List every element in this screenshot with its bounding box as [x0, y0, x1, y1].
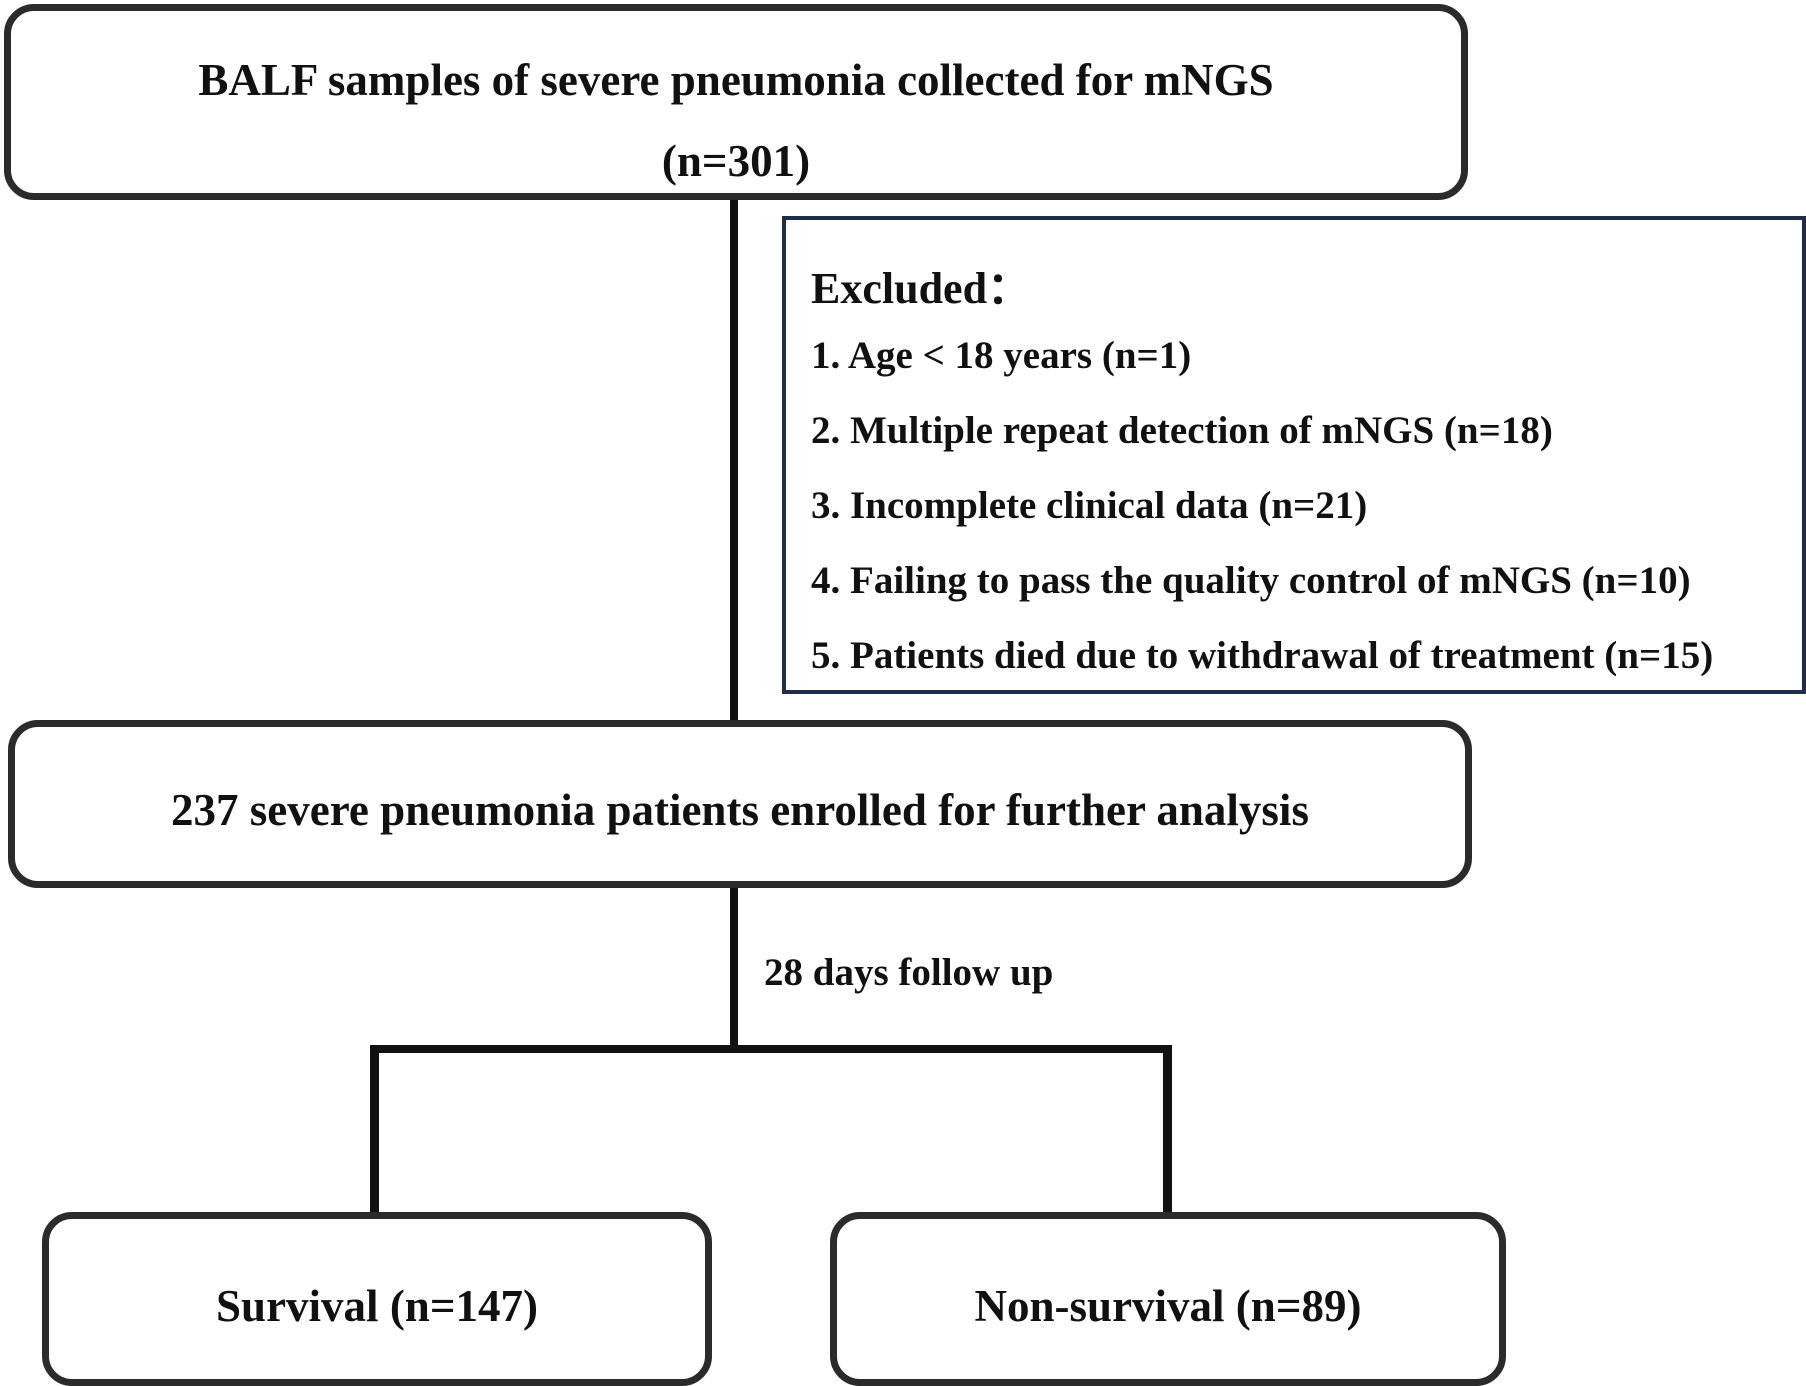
excluded-item: 5. Patients died due to withdrawal of tr… [811, 634, 1714, 677]
survival-label: Survival (n=147) [216, 1281, 538, 1331]
excluded-item: 4. Failing to pass the quality control o… [811, 559, 1691, 602]
non-survival-label: Non-survival (n=89) [974, 1281, 1362, 1331]
excluded-item: 3. Incomplete clinical data (n=21) [811, 484, 1368, 527]
connector-mid-to-split [730, 886, 738, 1050]
excluded-item: 1. Age < 18 years (n=1) [811, 334, 1192, 377]
non-survival-box: Non-survival (n=89) [830, 1212, 1506, 1386]
enrollment-count: (n=301) [661, 136, 811, 186]
connector-to-survival [370, 1045, 379, 1215]
excluded-heading: Excluded： [811, 264, 1032, 313]
analysis-box: 237 severe pneumonia patients enrolled f… [8, 720, 1472, 888]
excluded-item: 2. Multiple repeat detection of mNGS (n=… [811, 409, 1553, 452]
analysis-label: 237 severe pneumonia patients enrolled f… [171, 785, 1309, 835]
enrollment-box: BALF samples of severe pneumonia collect… [4, 4, 1468, 200]
excluded-box: Excluded： 1. Age < 18 years (n=1) 2. Mul… [782, 216, 1806, 694]
follow-up-label: 28 days follow up [764, 951, 1054, 994]
connector-to-non-survival [1163, 1045, 1172, 1215]
survival-box: Survival (n=147) [42, 1212, 712, 1386]
connector-top-to-mid [730, 198, 738, 724]
enrollment-title: BALF samples of severe pneumonia collect… [198, 55, 1274, 105]
connector-split-horizontal [370, 1045, 1172, 1053]
